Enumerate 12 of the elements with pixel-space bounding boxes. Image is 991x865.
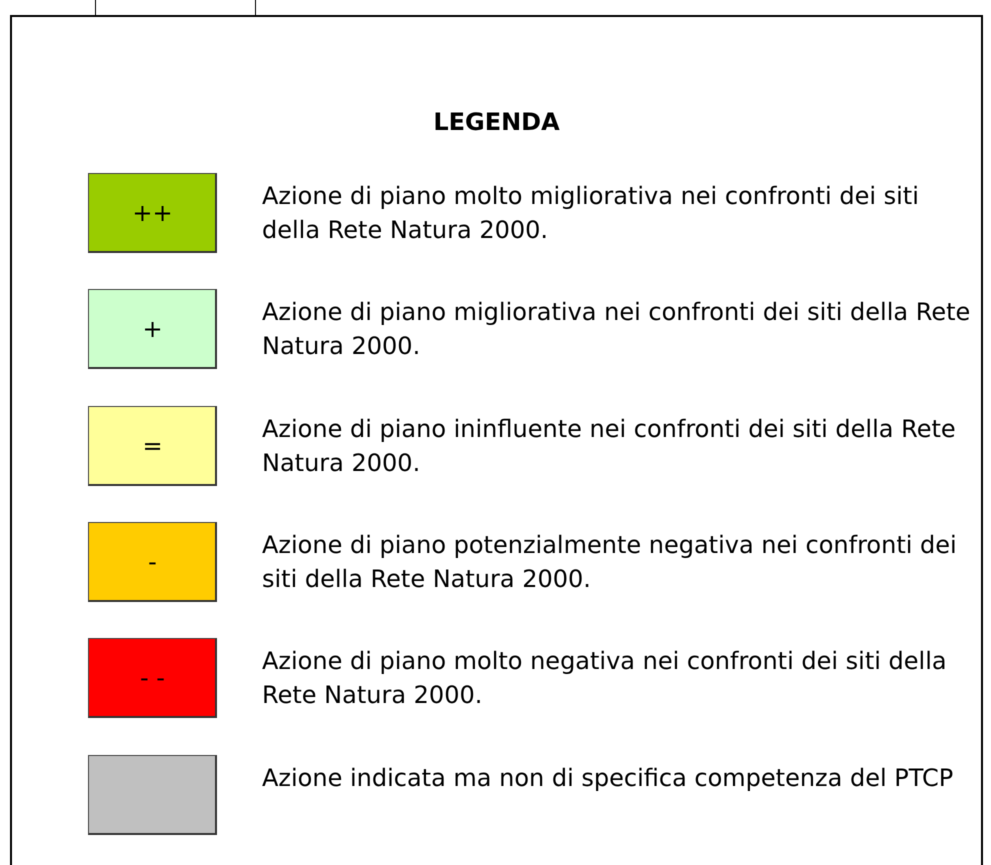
- legend-text: Azione indicata ma non di specifica competenza del PTCP: [262, 763, 954, 794]
- legend-text: Azione di piano molto migliorativa nei confronti dei siti della Rete Natura 2000.: [262, 181, 920, 246]
- rating-symbol: -: [148, 548, 157, 576]
- legend-title: LEGENDA: [432, 108, 561, 136]
- rating-symbol: - -: [140, 664, 165, 692]
- rating-symbol: +: [142, 315, 163, 343]
- legend-text: Azione di piano molto negativa nei confronti dei siti della Rete Natura 2000.: [262, 646, 948, 711]
- rating-symbol: =: [142, 432, 163, 460]
- legend-text: Azione di piano potenzialmente negativa nei confronti dei siti della Rete Natura 2000.: [262, 530, 958, 595]
- legend-text: Azione di piano ininfluente nei confronti dei siti della Rete Natura 2000.: [262, 414, 957, 479]
- legend-text: Azione di piano migliorativa nei confronti dei siti della Rete Natura 2000.: [262, 297, 972, 362]
- rating-symbol: ++: [132, 199, 173, 227]
